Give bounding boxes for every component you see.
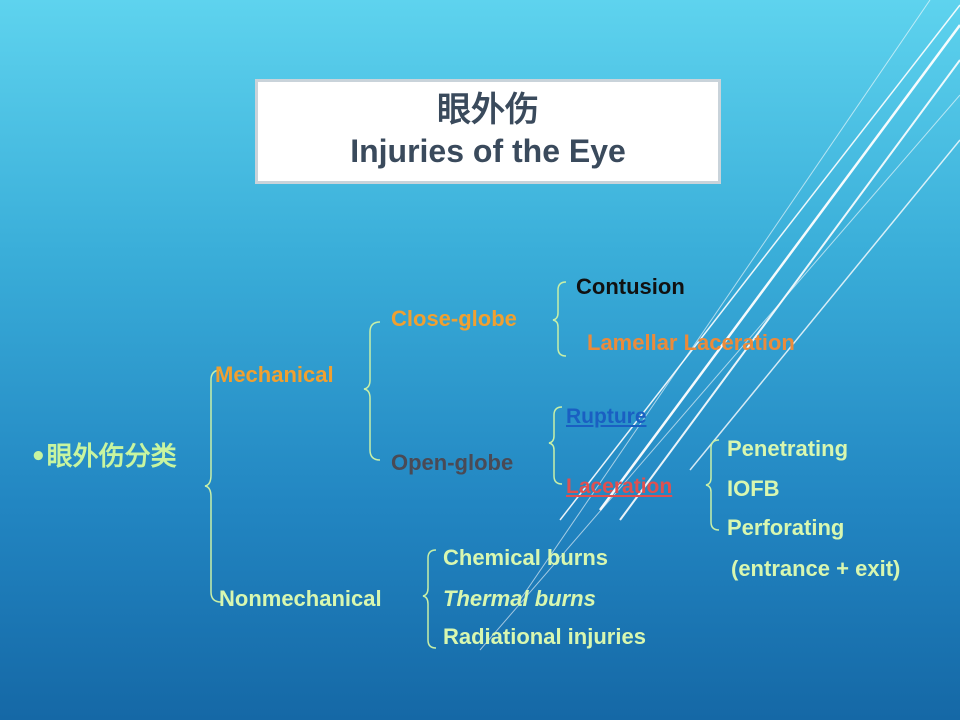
nonmechanical-label: Nonmechanical <box>219 586 382 611</box>
perforating-note: (entrance + exit) <box>731 556 901 581</box>
title-box: 眼外伤 Injuries of the Eye <box>255 79 721 184</box>
brace-close-globe <box>552 281 567 357</box>
lamellar-laceration-label: Lamellar Laceration <box>587 330 795 355</box>
thermal-burns-label: Thermal burns <box>443 586 596 611</box>
penetrating-label: Penetrating <box>727 436 849 461</box>
laceration-link[interactable]: Laceration <box>566 475 673 498</box>
perforating-label: Perforating <box>727 515 845 540</box>
title-english: Injuries of the Eye <box>350 133 626 169</box>
iofb-label: IOFB <box>727 476 780 501</box>
brace-mechanical <box>363 321 381 461</box>
mechanical-label: Mechanical <box>215 362 334 387</box>
radiational-injuries-label: Radiational injuries <box>443 624 646 649</box>
chemical-burns-label: Chemical burns <box>443 545 609 570</box>
brace-open-globe <box>548 406 563 485</box>
contusion-label: Contusion <box>576 274 685 299</box>
close-globe-label: Close-globe <box>391 306 517 331</box>
brace-nonmechanical <box>422 549 437 649</box>
root-label: •眼外伤分类 <box>30 442 177 472</box>
open-globe-label: Open-globe <box>391 450 514 475</box>
brace-laceration <box>705 439 720 531</box>
title-chinese: 眼外伤 <box>437 90 539 130</box>
rupture-link[interactable]: Rupture <box>566 405 647 428</box>
brace-root <box>204 369 222 603</box>
